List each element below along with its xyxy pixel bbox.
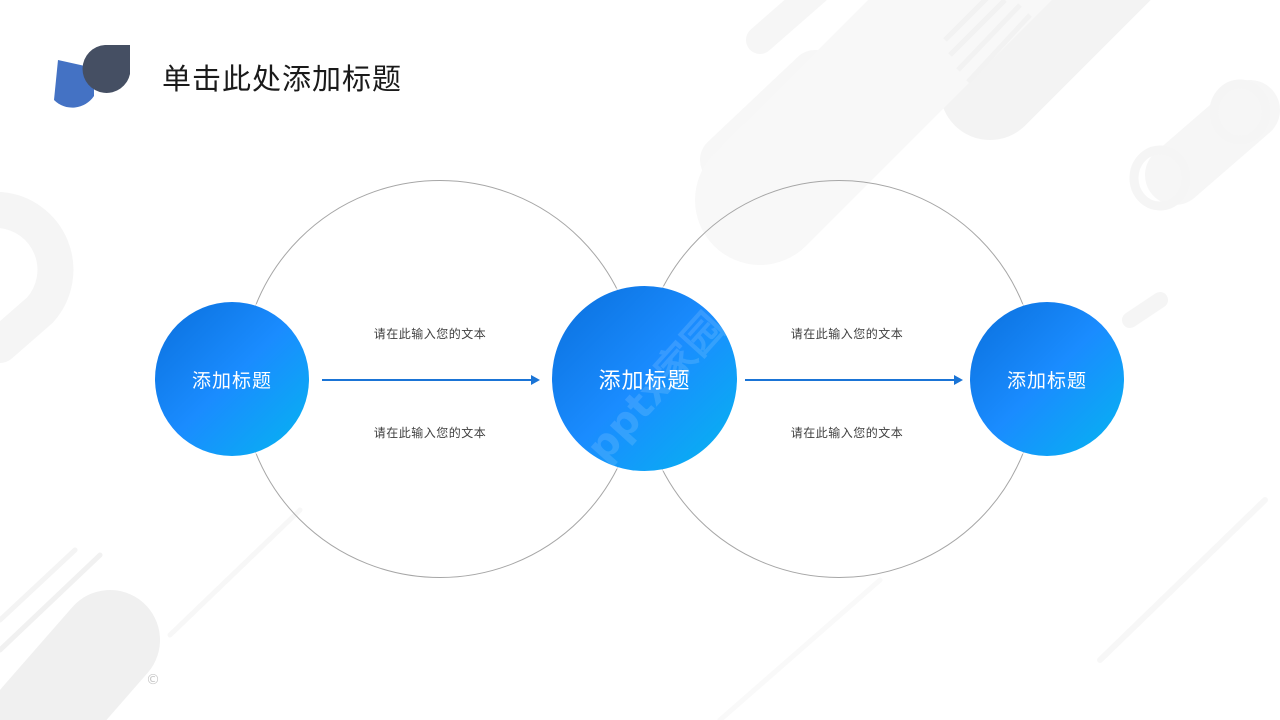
connector-1-bottom-text[interactable]: 请在此输入您的文本 (373, 426, 487, 440)
copyright-mark: © (146, 672, 160, 688)
connector-2-bottom-text[interactable]: 请在此输入您的文本 (790, 426, 904, 440)
connector-2-top-text[interactable]: 请在此输入您的文本 (790, 327, 904, 341)
node-1[interactable]: 添加标题 (155, 302, 309, 456)
arrow-connector-2 (745, 375, 963, 385)
droplet-logo-icon (54, 45, 130, 108)
page-title[interactable]: 单击此处添加标题 (162, 62, 403, 96)
node-3[interactable]: 添加标题 (970, 302, 1124, 456)
node-1-label: 添加标题 (191, 369, 272, 392)
node-2-label: 添加标题 (598, 368, 691, 394)
arrow-connector-1 (322, 375, 540, 385)
node-3-label: 添加标题 (1006, 369, 1087, 392)
connector-1-top-text[interactable]: 请在此输入您的文本 (373, 327, 487, 341)
node-2[interactable]: pptx家园 添加标题 (552, 286, 737, 471)
